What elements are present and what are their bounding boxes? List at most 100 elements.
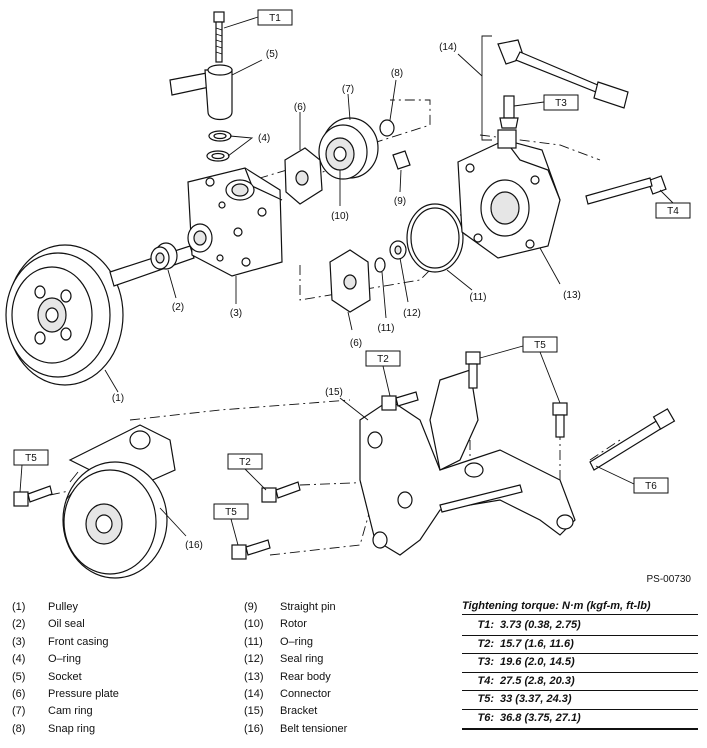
svg-text:(8): (8) xyxy=(391,68,403,79)
torque-code: T1: xyxy=(477,619,495,631)
torque-table-title: Tightening torque: N·m (kgf-m, ft-lb) xyxy=(462,600,698,615)
legend-number: (9) xyxy=(244,601,258,613)
legend-item: (1) Pulley xyxy=(12,600,78,614)
legend-part-name: O–ring xyxy=(280,635,314,648)
torque-tag-t2: T2 xyxy=(227,453,267,491)
legend-item: (10)Rotor xyxy=(244,617,307,631)
assembly-line xyxy=(589,439,621,461)
bolt-t5 xyxy=(13,485,53,507)
torque-tag-t5: T5 xyxy=(213,503,249,546)
torque-tag-t3: T3 xyxy=(513,94,579,111)
legend-number: (10) xyxy=(244,618,264,631)
svg-text:(15): (15) xyxy=(325,387,343,398)
legend-number: (14) xyxy=(244,688,264,700)
svg-text:(14): (14) xyxy=(439,42,457,53)
legend-part-name: Connector xyxy=(280,688,331,700)
oil-seal xyxy=(150,242,178,270)
bolt-t4 xyxy=(585,175,667,205)
front-casing xyxy=(187,167,283,277)
legend-number: (13) xyxy=(244,670,264,683)
bolt-t5 xyxy=(552,402,568,438)
legend-item: (6)Pressure plate xyxy=(12,687,119,701)
legend-part-name: Belt tensioner xyxy=(280,722,348,735)
legend-number: (16) xyxy=(244,722,264,735)
callout-6: (6) xyxy=(294,102,306,150)
legend-number: (1) xyxy=(12,601,26,613)
callout-11: (11) xyxy=(377,271,395,334)
callout-9: (9) xyxy=(394,169,406,207)
callout-6: (6) xyxy=(347,311,362,349)
legend-item: (9)Straight pin xyxy=(244,600,336,614)
figure-code: PS-00730 xyxy=(646,574,691,585)
torque-table: Tightening torque: N·m (kgf-m, ft-lb) T1… xyxy=(462,600,698,730)
belt-tensioner xyxy=(62,424,176,579)
snap-ring xyxy=(379,119,395,137)
svg-text:(4): (4) xyxy=(258,133,270,144)
bolt-t5 xyxy=(231,539,271,560)
assembly-line xyxy=(129,399,351,421)
bolt-t6 xyxy=(589,408,676,471)
legend-number: (15) xyxy=(244,705,264,718)
torque-row: T4:27.5 (2.8, 20.3) xyxy=(462,673,698,692)
svg-text:T2: T2 xyxy=(239,457,251,468)
torque-tag-t6: T6 xyxy=(595,465,669,494)
pressure-plate xyxy=(329,249,371,313)
legend-part-name: Bracket xyxy=(280,705,318,718)
svg-text:(5): (5) xyxy=(266,49,278,60)
legend-number: (2) xyxy=(12,618,26,631)
svg-text:(13): (13) xyxy=(563,290,581,301)
svg-text:T4: T4 xyxy=(667,206,679,217)
svg-text:(6): (6) xyxy=(294,102,306,113)
bolt-t5 xyxy=(465,351,481,389)
o-ring xyxy=(374,257,386,273)
svg-text:(11): (11) xyxy=(377,323,394,334)
svg-text:(9): (9) xyxy=(394,196,406,207)
torque-code: T4: xyxy=(477,674,495,687)
pulley xyxy=(5,244,124,386)
callout-4: (4) xyxy=(227,133,270,157)
torque-row: T1:3.73 (0.38, 2.75) xyxy=(462,617,698,636)
rear-body xyxy=(457,129,561,259)
legend-part-name: Pulley xyxy=(48,601,78,613)
legend-item: (8)Snap ring xyxy=(12,722,95,736)
svg-text:(6): (6) xyxy=(350,338,362,349)
pressure-plate xyxy=(284,147,323,205)
legend-number: (11) xyxy=(244,635,263,648)
svg-text:T5: T5 xyxy=(25,453,37,464)
callout-16: (16) xyxy=(159,507,203,551)
legend-item: (15) Bracket xyxy=(244,704,317,718)
o-ring xyxy=(406,203,464,273)
legend-number: (4) xyxy=(12,653,26,666)
legend-item: (5)Socket xyxy=(12,670,82,684)
legend-number: (3) xyxy=(12,635,26,648)
torque-tag-t1: T1 xyxy=(223,9,293,29)
torque-tag-t2: T2 xyxy=(365,350,401,397)
torque-code: T2: xyxy=(477,637,495,650)
o-ring xyxy=(206,130,232,162)
parts-legend: (1)Pulley(2)Oil seal(3)Front casing(4)O–… xyxy=(12,600,432,740)
bolt-t2 xyxy=(381,391,419,411)
legend-part-name: Snap ring xyxy=(48,722,96,735)
legend-part-name: O–ring xyxy=(48,653,82,666)
callout-5: (5) xyxy=(231,49,278,76)
bracket xyxy=(359,369,576,556)
legend-item: (11) O–ring xyxy=(244,635,313,649)
torque-row: T5:33 (3.37, 24.3) xyxy=(462,691,698,710)
torque-row: T6:36.8 (3.75, 27.1) xyxy=(462,710,698,730)
svg-text:T6: T6 xyxy=(645,481,657,492)
svg-text:T1: T1 xyxy=(269,13,281,24)
svg-text:T5: T5 xyxy=(225,507,237,518)
callout-11: (11) xyxy=(446,269,487,303)
callout-12: (12) xyxy=(399,257,421,319)
callout-14: (14) xyxy=(439,42,483,77)
svg-text:(7): (7) xyxy=(342,84,354,95)
callout-2: (2) xyxy=(167,269,184,313)
legend-item: (12)Seal ring xyxy=(244,652,323,666)
torque-tag-t5: T5 xyxy=(479,336,561,404)
callout-10: (10) xyxy=(331,170,349,222)
legend-item: (3)Front casing xyxy=(12,635,109,649)
torque-row: T2:15.7 (1.6, 11.6) xyxy=(462,636,698,655)
svg-text:T3: T3 xyxy=(555,98,567,109)
assembly-line xyxy=(269,509,371,556)
legend-item: (7)Cam ring xyxy=(12,704,93,718)
